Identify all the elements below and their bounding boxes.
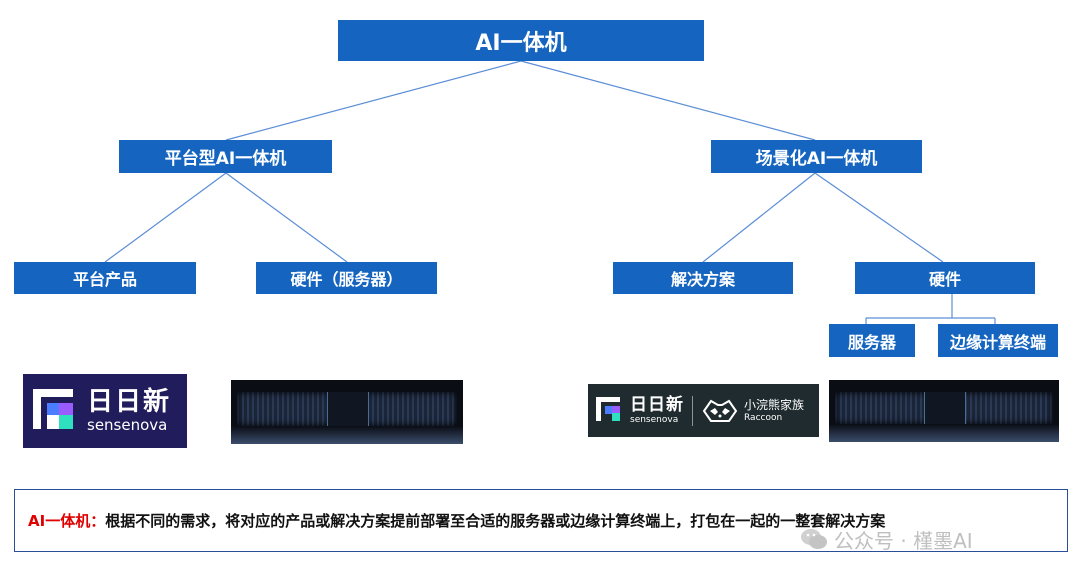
platform-hardware-node: 硬件（服务器） [256,262,437,294]
watermark-text: 公众号 · 槿墨AI [834,528,973,553]
sensenova-mark-icon [33,389,77,433]
sensenova-mark-small-icon [596,396,624,425]
scenario-hardware-node: 硬件 [855,262,1035,294]
server-image-left [231,380,463,444]
sensenova-subtitle: sensenova [87,416,168,434]
combo-left-title: 日日新 [630,394,684,415]
solution-node: 解决方案 [613,262,793,294]
combo-right-title: 小浣熊家族 [744,397,805,412]
wechat-icon [801,529,827,549]
server-node: 服务器 [829,324,915,357]
caption-term: AI一体机 [28,512,91,530]
caption-colon: ： [90,512,106,530]
logo-divider [692,395,693,426]
combo-left-subtitle: sensenova [630,414,679,425]
platform-product-node: 平台产品 [14,262,196,294]
sensenova-raccoon-logo: 日日新 sensenova 小浣熊家族 Raccoon [588,384,819,437]
edge-terminal-node: 边缘计算终端 [938,324,1058,357]
sensenova-logo: 日日新 sensenova [23,374,187,448]
scenario-ai-node: 场景化AI一体机 [711,140,922,173]
platform-ai-node: 平台型AI一体机 [119,140,332,173]
root-node: AI一体机 [338,20,704,61]
raccoon-icon [702,399,738,422]
watermark: 公众号 · 槿墨AI [800,524,973,554]
caption-text: 根据不同的需求，将对应的产品或解决方案提前部署至合适的服务器或边缘计算终端上，打… [105,512,886,530]
combo-right-subtitle: Raccoon [744,412,783,423]
definition-caption: AI一体机 ： 根据不同的需求，将对应的产品或解决方案提前部署至合适的服务器或边… [14,489,1068,552]
sensenova-title: 日日新 [87,387,172,417]
server-image-right [829,380,1059,442]
